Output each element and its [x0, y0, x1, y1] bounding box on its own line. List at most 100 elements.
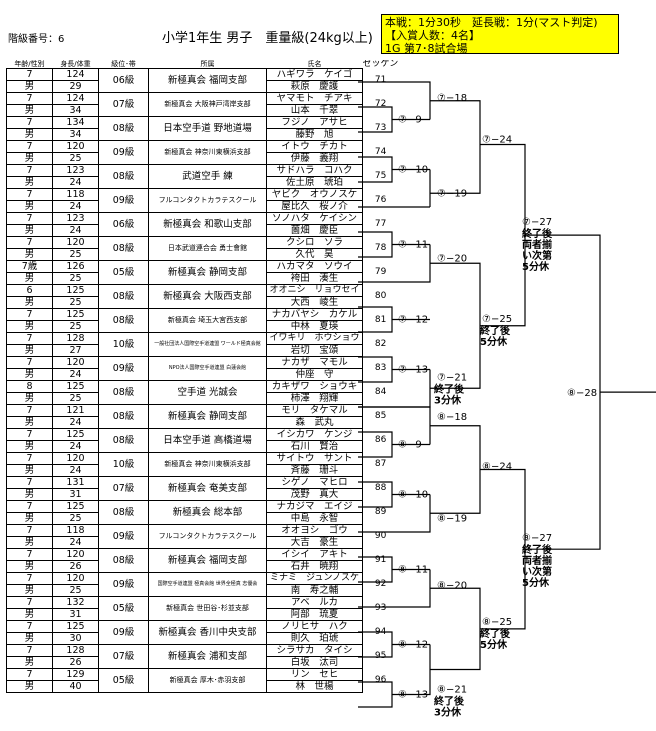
dojo-cell: 新極真会 大阪神戸湾岸支部	[148, 92, 267, 117]
bracket-line	[430, 587, 481, 671]
rest-note: 終了後	[480, 627, 511, 640]
bracket-line	[358, 406, 431, 445]
dojo-cell: 日本武道連合会 勇士會館	[148, 236, 267, 261]
page-title: 小学1年生 男子 重量級(24kg以上)	[162, 31, 373, 46]
zekken-cell: 76	[374, 195, 387, 205]
bracket-line	[430, 262, 481, 389]
zekken-cell: 80	[374, 291, 387, 301]
dojo-cell: 新極真会 世田谷･杉並支部	[148, 596, 267, 621]
zekken-cell: 87	[374, 459, 387, 469]
match-label: ⑧−20	[437, 580, 467, 591]
rest-note: 終了後	[480, 324, 511, 337]
rest-note: い次第	[522, 249, 552, 262]
dojo-cell: 新極真会 神奈川東横浜支部	[148, 140, 267, 165]
rank-cell: 05級	[98, 260, 149, 285]
match-label: ⑦−21	[437, 372, 467, 383]
dojo-cell: 新極真会 浦和支部	[148, 644, 267, 669]
bracket-line	[358, 244, 431, 283]
zekken-cell: 86	[374, 435, 387, 445]
rank-cell: 05級	[98, 596, 149, 621]
zekken-cell: 81	[374, 315, 387, 325]
dojo-cell: 新極真会 静岡支部	[148, 260, 267, 285]
rest-note: 5分休	[480, 335, 508, 348]
rank-cell: 08級	[98, 236, 149, 261]
zekken-cell: 85	[374, 411, 387, 421]
rest-note: 3分休	[434, 393, 462, 406]
rank-cell: 08級	[98, 308, 149, 333]
zekken-cell: 83	[374, 363, 387, 373]
zekken-cell: 82	[374, 339, 387, 349]
rank-cell: 08級	[98, 500, 149, 525]
dojo-cell: フルコンタクトカラテスクール	[148, 188, 267, 213]
rules-prize: 【入賞人数：4名】	[385, 29, 480, 42]
dojo-cell: 新極真会 厚木･赤羽支部	[148, 668, 267, 693]
weight-cell: 40	[52, 680, 99, 693]
dojo-cell: 新極真会 和歌山支部	[148, 212, 267, 237]
rules-box: 本戦：1分30秒 延長戦：1分(マスト判定) 【入賞人数：4名】 1G 第7･8…	[381, 14, 619, 55]
rank-cell: 09級	[98, 356, 149, 381]
match-label: ⑦−25	[482, 314, 512, 325]
match-label: ⑧−27	[522, 533, 552, 544]
zekken-cell: 75	[374, 171, 387, 181]
dojo-cell: 新極真会 福岡支部	[148, 548, 267, 573]
rest-note: い次第	[522, 565, 552, 578]
rank-cell: 06級	[98, 68, 149, 93]
match-label: ⑧−24	[482, 462, 512, 473]
match-label: ⑦−27	[522, 217, 552, 228]
kana-name-cell: アベ ルカ	[266, 596, 363, 609]
rest-note: 両者揃	[522, 554, 552, 567]
dojo-cell: 新極真会 大阪西支部	[148, 284, 267, 309]
bracket-line	[480, 143, 526, 327]
zekken-cell: 93	[374, 603, 387, 613]
bracket-line	[480, 468, 526, 630]
zekken-cell: 72	[374, 99, 387, 109]
bracket-line	[358, 81, 431, 120]
kanji-name-cell: 袴田 湊生	[266, 272, 363, 285]
zekken-cell: 73	[374, 123, 387, 133]
zekken-cell: 96	[374, 675, 387, 685]
kanji-name-cell: 林 世楊	[266, 680, 363, 693]
rank-cell: 09級	[98, 140, 149, 165]
bracket-line	[358, 306, 393, 333]
zekken-cell: 74	[374, 147, 387, 157]
zekken-cell: 92	[374, 579, 387, 589]
match-label: ⑦−18	[437, 93, 467, 104]
rank-cell: 09級	[98, 188, 149, 213]
bracket-line	[358, 631, 393, 658]
class-number: 階級番号：6	[8, 34, 65, 45]
dojo-cell: 新極真会 香川中央支部	[148, 620, 267, 645]
rest-note: 終了後	[522, 227, 553, 240]
rank-cell: 08級	[98, 380, 149, 405]
rank-cell: 07級	[98, 476, 149, 501]
bracket-line	[392, 644, 431, 696]
match-label: ⑦−24	[482, 135, 512, 146]
zekken-cell: 71	[374, 75, 387, 85]
rest-note: 終了後	[434, 695, 465, 708]
rank-cell: 08級	[98, 428, 149, 453]
bracket-line	[358, 481, 393, 508]
match-label: ⑧−18	[437, 412, 467, 423]
